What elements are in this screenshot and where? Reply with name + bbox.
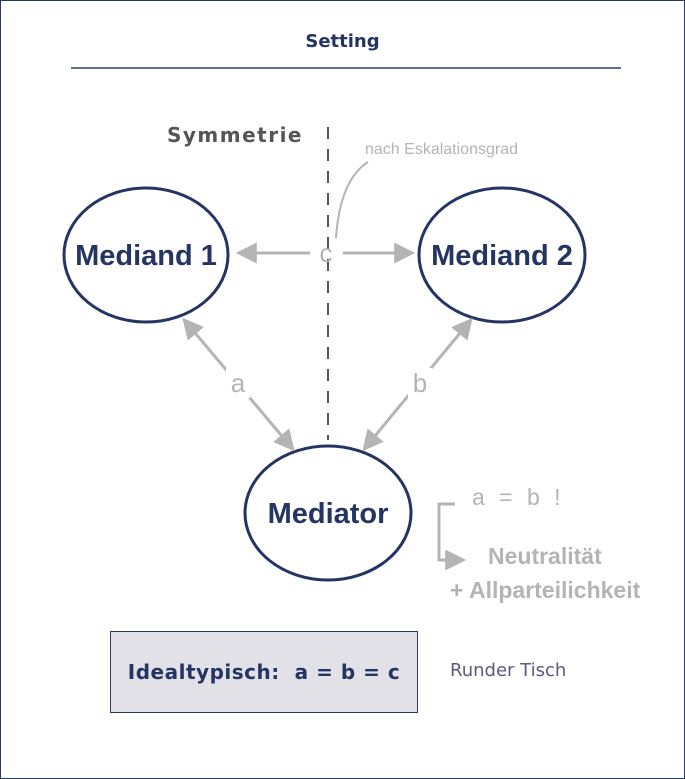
- ideal-box-text: Idealtypisch: a = b = c: [127, 660, 401, 684]
- mediand1-label: Mediand 1: [75, 240, 217, 272]
- rule-text: a = b !: [472, 484, 565, 510]
- side-note: Runder Tisch: [450, 660, 567, 681]
- mediator-node: [243, 444, 413, 582]
- consequence-line-1: Neutralität: [488, 543, 602, 569]
- consequence-bracket: [437, 502, 467, 571]
- mediand2-node: [417, 186, 587, 324]
- edge-label-a: a: [231, 368, 246, 398]
- edge-label-c: c: [320, 238, 333, 268]
- consequence-line-2: + Allparteilichkeit: [450, 577, 641, 603]
- page-title: Setting: [305, 31, 380, 52]
- mediand1-node: [62, 186, 230, 324]
- escalation-leader: [335, 161, 369, 239]
- mediand2-label: Mediand 2: [431, 240, 573, 272]
- ideal-box: Idealtypisch: a = b = c: [110, 631, 418, 713]
- mediator-label: Mediator: [268, 498, 389, 530]
- escalation-note: nach Eskalationsgrad: [365, 141, 518, 158]
- edge-label-b: b: [413, 368, 427, 398]
- symmetry-label: Symmetrie: [167, 123, 303, 147]
